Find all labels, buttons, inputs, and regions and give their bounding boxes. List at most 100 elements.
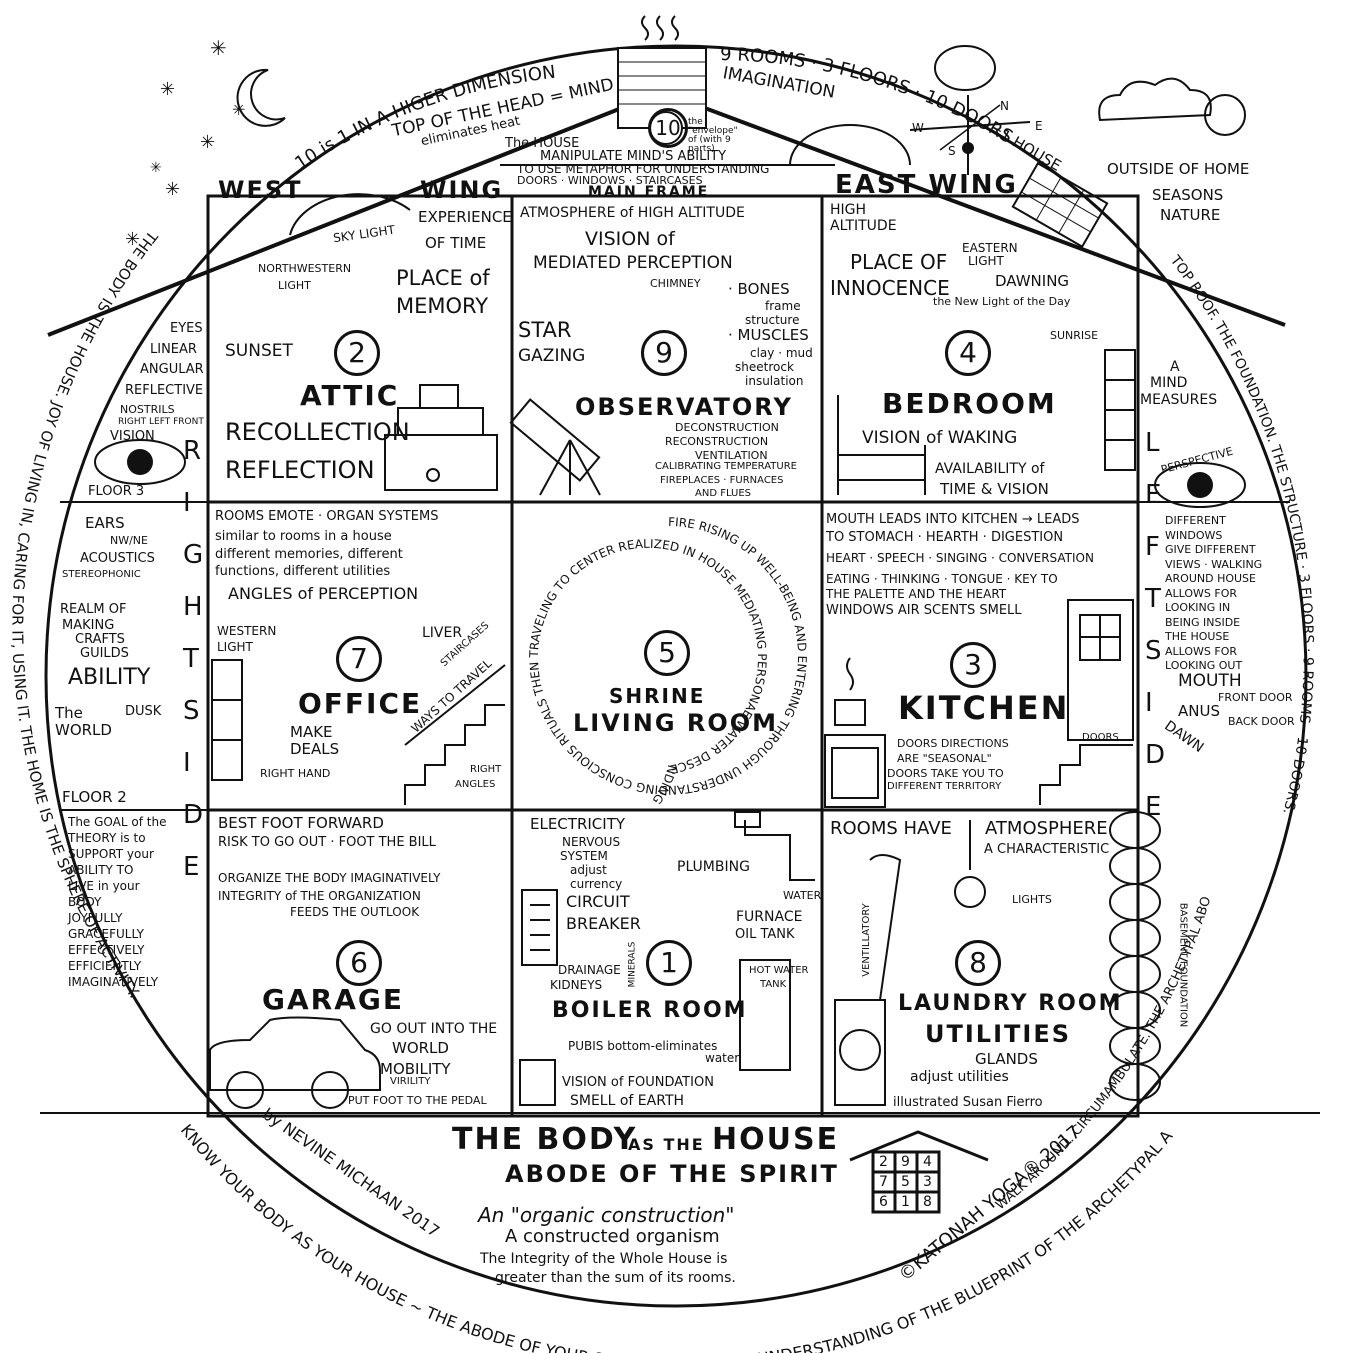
bed-light: LIGHT (968, 255, 1004, 267)
left-nw-ne: NW/NE (110, 535, 148, 546)
right-mouth: MOUTH (1178, 673, 1242, 690)
boiler-smell: SMELL of EARTH (570, 1094, 684, 1108)
footer-grid-number: 4 (923, 1155, 932, 1169)
living-room-title: LIVING ROOM (573, 711, 778, 735)
boiler-oil-tank: OIL TANK (735, 928, 795, 941)
laundry-atmosphere: ATMOSPHERE (985, 820, 1108, 838)
left-stereophonic: STEREOPHONIC (62, 570, 141, 580)
theory-line: BODY (68, 896, 101, 908)
svg-text:✳: ✳ (165, 179, 180, 200)
boiler-water2: water (705, 1052, 739, 1064)
observatory-title: OBSERVATORY (575, 395, 793, 419)
footer-as-the: AS THE (628, 1137, 705, 1153)
theory-line: The GOAL of the (68, 816, 166, 828)
left-reflective: REFLECTIVE (125, 384, 203, 397)
boiler-nervous: NERVOUS (562, 836, 620, 848)
bed-time-vision: TIME & VISION (940, 482, 1049, 497)
office-title: OFFICE (298, 690, 422, 718)
boiler-tank: TANK (760, 980, 786, 990)
kitchen-d4: DIFFERENT TERRITORY (887, 782, 1001, 792)
leftside-letter: I (1145, 690, 1153, 716)
illustrator-credit: illustrated Susan Fierro (893, 1096, 1043, 1109)
office-l2: similar to rooms in a house (215, 530, 392, 543)
bed-place-of: PLACE OF (850, 252, 947, 272)
obs-decon: DECONSTRUCTION (675, 422, 779, 433)
office-light: LIGHT (217, 641, 253, 653)
theory-line: EFFICIENTLY (68, 960, 141, 972)
kitchen-d2: ARE "SEASONAL" (897, 753, 992, 764)
attic-place-of: PLACE of (396, 268, 490, 289)
right-mind: MIND (1150, 376, 1187, 390)
boiler-breaker: BREAKER (566, 916, 641, 932)
office-make: MAKE (290, 725, 333, 740)
attic-northwestern: NORTHWESTERN (258, 263, 351, 274)
footer-grid-number: 1 (901, 1195, 910, 1209)
windows-line: BEING INSIDE (1165, 617, 1240, 628)
left-angular: ANGULAR (140, 363, 204, 376)
attic-light: LIGHT (278, 280, 311, 291)
theory-line: SUPPORT your (68, 848, 154, 860)
left-guilds: GUILDS (80, 647, 129, 660)
kitchen-title: KITCHEN (898, 692, 1069, 724)
windows-line: GIVE DIFFERENT (1165, 544, 1256, 555)
left-acoustics: ACOUSTICS (80, 552, 155, 565)
boiler-water: WATER (783, 890, 821, 901)
garage-title: GARAGE (262, 986, 404, 1014)
right-measures: MEASURES (1140, 393, 1217, 407)
boiler-plumbing: PLUMBING (677, 860, 750, 874)
office-western: WESTERN (217, 625, 276, 637)
right-front-door: FRONT DOOR (1218, 692, 1293, 703)
theory-line: IMAGINATIVELY (68, 976, 158, 988)
obs-chimney: CHIMNEY (650, 278, 701, 289)
obs-mediated: MEDIATED PERCEPTION (533, 255, 733, 272)
bed-sunrise: SUNRISE (1050, 330, 1098, 341)
kitchen-l6: WINDOWS AIR SCENTS SMELL (826, 604, 1022, 617)
svg-text:✳: ✳ (210, 36, 227, 60)
svg-text:✳: ✳ (150, 160, 162, 176)
leftside-letter: E (1145, 482, 1161, 508)
rightside-letter: G (183, 542, 203, 568)
office-right: RIGHT (470, 765, 501, 775)
rightside-letter: I (183, 750, 191, 776)
office-deals: DEALS (290, 742, 339, 757)
boiler-currency: currency (570, 878, 622, 890)
kitchen-d3: DOORS TAKE YOU TO (887, 768, 1004, 779)
obs-vision: VISION of (585, 230, 675, 249)
laundry-rooms-have: ROOMS HAVE (830, 820, 952, 838)
svg-text:✳: ✳ (200, 132, 215, 153)
footer-grid-number: 3 (923, 1175, 932, 1189)
roof-ten-number: 10 (648, 108, 688, 148)
laundry-adjust: adjust utilities (910, 1070, 1009, 1084)
office-angles-small: ANGLES (455, 780, 495, 790)
kitchen-l2: TO STOMACH · HEARTH · DIGESTION (826, 531, 1063, 544)
room-9-number: 9 (641, 330, 687, 376)
shrine-title: SHRINE (609, 686, 705, 706)
compass-s: S (948, 145, 956, 157)
footer-integrity2: greater than the sum of its rooms. (495, 1271, 736, 1285)
obs-atmosphere: ATMOSPHERE of HIGH ALTITUDE (520, 206, 745, 220)
laundry-title: LAUNDRY ROOM (898, 993, 1122, 1015)
compass-n: N (1000, 100, 1009, 112)
rightside-letter: D (183, 802, 203, 828)
footer-grid-number: 2 (879, 1155, 888, 1169)
bed-eastern: EASTERN (962, 242, 1018, 254)
attic-recollection: RECOLLECTION (225, 420, 410, 444)
room-2-number: 2 (334, 330, 380, 376)
rightside-letter: T (183, 646, 199, 672)
garage-virility: VIRILITY (390, 1077, 430, 1087)
leftside-letter: E (1145, 794, 1161, 820)
rightside-letter: E (183, 854, 199, 880)
leftside-letter: T (1145, 586, 1161, 612)
west-label: WEST (218, 178, 303, 202)
kitchen-d1: DOORS DIRECTIONS (897, 738, 1009, 749)
rightside-letter: R (183, 438, 201, 464)
outside-of-home: OUTSIDE OF HOME (1107, 162, 1249, 177)
left-right-left-front: RIGHT LEFT FRONT (118, 418, 204, 427)
attic-memory: MEMORY (396, 296, 488, 317)
windows-line: AROUND HOUSE (1165, 573, 1256, 584)
east-wing-label: EAST WING (835, 172, 1018, 198)
footer-integrity1: The Integrity of the Whole House is (480, 1252, 727, 1266)
garage-org2: INTEGRITY of THE ORGANIZATION (218, 890, 421, 902)
room-3-number: 3 (950, 642, 996, 688)
windows-line: DIFFERENT (1165, 515, 1226, 526)
